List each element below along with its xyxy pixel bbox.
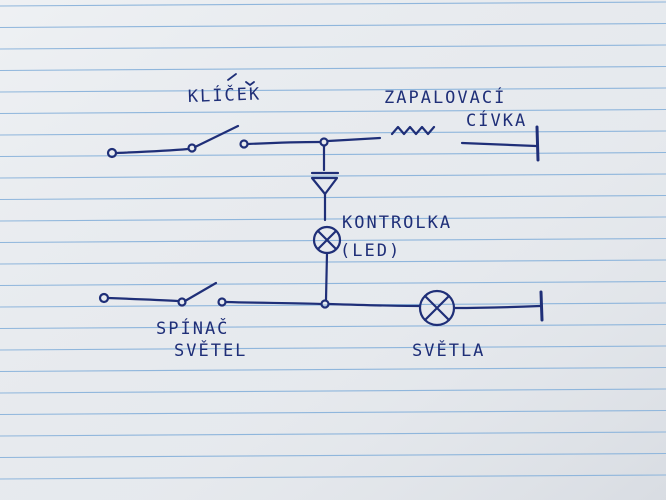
ruled-line	[0, 431, 666, 437]
caron-mark	[245, 81, 255, 86]
ruled-line	[0, 388, 666, 394]
ruled-line	[0, 409, 666, 416]
ruled-line	[0, 452, 666, 459]
light-switch-label-2: SVĚTEL	[174, 339, 247, 361]
bottom-ground	[539, 290, 544, 322]
ruled-line	[0, 366, 666, 373]
ruled-line	[0, 130, 666, 136]
vertical-wire-bottom	[324, 251, 329, 302]
top-ground	[535, 125, 540, 162]
bottom-wire-right	[327, 302, 422, 308]
lights-lamp-cross	[423, 294, 451, 322]
ruled-line	[0, 280, 666, 287]
top-wire-left	[114, 147, 190, 155]
light-switch-label-1: SPÍNAČ	[156, 317, 229, 339]
ruled-line	[0, 44, 666, 50]
ruled-line	[0, 65, 666, 72]
ruled-line	[0, 323, 666, 330]
ruled-line	[0, 474, 666, 480]
bottom-wire-left	[106, 296, 180, 303]
ruled-line	[0, 345, 666, 351]
indicator-label-2: (LED)	[340, 241, 401, 261]
accent-mark	[227, 73, 237, 81]
ignition-coil-label-2: CÍVKA	[466, 109, 527, 131]
bottom-wire-middle	[224, 300, 323, 306]
key-switch-lever	[193, 124, 240, 149]
ruled-line	[0, 194, 666, 201]
lights-label: SVĚTLA	[412, 339, 485, 361]
ruled-line	[0, 173, 666, 179]
light-switch-lever	[183, 281, 218, 303]
indicator-lamp-cross	[316, 229, 338, 251]
coil-wire	[460, 141, 538, 148]
ruled-line	[0, 1, 666, 7]
ruled-line	[0, 22, 666, 29]
ruled-line	[0, 237, 666, 244]
indicator-label-1: KONTROLKA	[342, 213, 452, 233]
ignition-coil-symbol	[390, 125, 436, 136]
ruled-line	[0, 87, 666, 93]
ink-drawing	[98, 73, 544, 327]
diode-triangle	[310, 176, 339, 196]
light-switch-contact-left	[177, 297, 187, 307]
lights-wire	[452, 304, 542, 310]
top-wire-right	[326, 136, 382, 143]
ruled-line	[0, 108, 666, 115]
ruled-line	[0, 259, 666, 265]
ignition-coil-label-1: ZAPALOVACÍ	[384, 86, 506, 108]
key-switch-label: KLÍČEK	[187, 82, 261, 107]
key-switch-contact-left	[187, 143, 197, 153]
top-wire-middle	[246, 140, 322, 146]
ruled-line	[0, 216, 666, 222]
